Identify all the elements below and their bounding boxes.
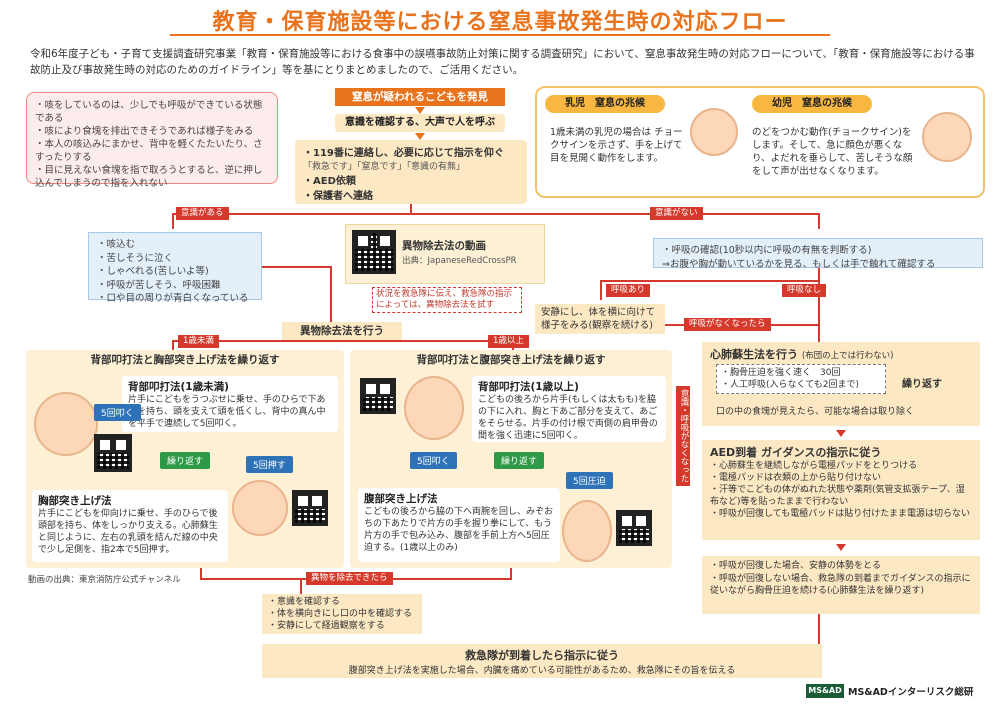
conscious-symptoms: ・咳込む ・苦しそうに泣く ・しゃべれる(苦しいよ等) ・呼吸が苦しそう、呼吸困… xyxy=(88,232,262,304)
intro-text: 令和6年度子ども・子育て支援調査研究事業「教育・保育施設等における食事中の誤嚥事… xyxy=(30,48,975,76)
branch-line xyxy=(652,213,818,215)
infant-illustration-icon xyxy=(690,108,738,156)
label-over-1: 1歳以上 xyxy=(488,335,529,348)
branch-line xyxy=(172,340,174,352)
title-underline xyxy=(170,34,830,36)
cough-note: ・咳をしているのは、少しでも呼吸ができている状態である ・咳により食塊を排出でき… xyxy=(26,92,278,189)
arrow-down-icon xyxy=(836,544,846,551)
branch-line xyxy=(818,614,820,644)
step-call-119: ・119番に連絡し、必要に応じて指示を仰ぐ 「救急です」「窒息です」「意識の有無… xyxy=(295,140,527,204)
tag-5-pushes: 5回押す xyxy=(246,456,293,473)
video-credit: 動画の出典：東京消防庁公式チャンネル xyxy=(28,575,181,585)
recovery-position: 安静にし、体を横に向けて 様子をみる(観察を続ける) xyxy=(535,304,665,334)
aed-box: AED到着 ガイダンスの指示に従う ・心肺蘇生を継続しながら電極パッドをとりつけ… xyxy=(702,440,980,540)
video-title: 異物除去法の動画 xyxy=(402,240,486,252)
final-step-box: 救急隊が到着したら指示に従う 腹部突き上げ法を実施した場合、内臓を痛めている可能… xyxy=(262,644,822,678)
after-removal-box: ・意識を確認する ・体を横向きにし口の中を確認する ・安静にして経過観察をする xyxy=(262,594,422,634)
branch-line xyxy=(300,578,302,594)
infant-chest-thrust-illustration-icon xyxy=(232,480,288,536)
removal-header: 異物除去法を行う xyxy=(282,322,402,340)
cpr-box: 心肺蘇生法を行う (布団の上では行わない) ・胸骨圧迫を強く速く 30回 ・人工… xyxy=(702,342,980,426)
arrow-down-icon xyxy=(836,430,846,437)
qr-code-icon[interactable] xyxy=(352,230,396,274)
arrow-down-icon xyxy=(415,133,425,140)
arrow-down-icon xyxy=(415,107,425,114)
child-signs-text: のどをつかむ動作(チョークサイン)をします。そして、急に顔色が悪くなり、よだれを… xyxy=(752,127,913,177)
infant-signs-text: 1歳未満の乳児の場合は チョークサインを示さず、手を上げて目を見開く動作をします… xyxy=(550,127,683,164)
child-choking-illustration-icon xyxy=(922,112,972,162)
label-under-1: 1歳未満 xyxy=(178,335,219,348)
branch-line xyxy=(510,568,512,580)
child-back-blow-box: 背部叩打法(1歳以上) こどもの後ろから片手(もしくは太もも)を脇の下に入れ、胸… xyxy=(472,376,666,442)
tag-repeat: 繰り返す xyxy=(160,452,211,469)
child-panel-header: 背部叩打法と腹部突き上げ法を繰り返す xyxy=(416,354,606,366)
company-logo: MS&ADインターリスク総研 xyxy=(848,687,974,698)
infant-back-blow-box: 背部叩打法(1歳未満) 片手にこどもをうつぶせに乗せ、手のひらで下あごを持ち、頭… xyxy=(122,376,338,432)
step-check-consciousness: 意識を確認する、大声で人を呼ぶ xyxy=(335,114,505,132)
label-conscious: 意識がある xyxy=(176,207,229,220)
branch-line xyxy=(818,280,820,342)
branch-line xyxy=(600,280,818,282)
label-breathing: 呼吸あり xyxy=(606,284,651,297)
qr-code-icon[interactable] xyxy=(94,434,132,472)
respiration-check: ・呼吸の確認(10秒以内に呼吸の有無を判断する) ⇒お腹や胸が動いているかを見る… xyxy=(653,238,983,270)
branch-line xyxy=(262,266,330,268)
qr-code-icon[interactable] xyxy=(616,510,652,546)
abdominal-thrust-box: 腹部突き上げ法 こどもの後ろから脇の下へ両腕を回し、みぞおちの下あたりで片方の手… xyxy=(358,488,560,562)
infant-signs-title: 乳児 窒息の兆候 xyxy=(545,95,665,113)
recovery-outcome-box: ・呼吸が回復した場合、安静の体勢をとる ・呼吸が回復しない場合、救急隊の到着まで… xyxy=(702,556,980,614)
tag-5-compressions: 5回圧迫 xyxy=(566,472,613,489)
branch-line xyxy=(200,568,202,580)
branch-line xyxy=(172,213,652,215)
page-title: 教育・保育施設等における窒息事故発生時の対応フロー xyxy=(212,10,788,35)
infant-chest-thrust-box: 胸部突き上げ法 片手にこどもを仰向けに乗せ、手のひらで後頭部を持ち、体をしっかり… xyxy=(32,490,228,562)
branch-line xyxy=(330,266,332,322)
label-lost-consciousness: 意識・呼吸がなくなったら xyxy=(667,386,690,486)
step-find-child: 窒息が疑われるこどもを発見 xyxy=(335,88,505,106)
child-abdominal-thrust-illustration-icon xyxy=(562,500,612,562)
tag-5-hits: 5回叩く xyxy=(410,452,457,469)
branch-line xyxy=(172,340,512,342)
logo-mark: MS&AD xyxy=(806,684,844,698)
branch-line xyxy=(410,204,412,214)
qr-code-icon[interactable] xyxy=(360,378,396,414)
child-back-blow-illustration-icon xyxy=(404,376,464,440)
tag-5-hits: 5回叩く xyxy=(94,404,141,421)
tag-repeat: 繰り返す xyxy=(494,452,545,469)
label-not-breathing: 呼吸なし xyxy=(782,284,827,297)
qr-code-icon[interactable] xyxy=(292,490,328,526)
label-stopped-breathing: 呼吸がなくなったら xyxy=(684,318,771,331)
branch-line xyxy=(818,213,820,229)
child-signs-title: 幼児 窒息の兆候 xyxy=(752,95,872,113)
label-removed: 異物を除去できたら xyxy=(306,572,393,585)
branch-line xyxy=(818,268,820,280)
ems-note: 状況を救急隊に伝え、救急隊の指示によっては、異物除去法を試す xyxy=(372,287,522,313)
branch-line xyxy=(172,213,174,229)
label-unconscious: 意識がない xyxy=(650,207,703,220)
branch-line xyxy=(600,280,602,300)
infant-panel-header: 背部叩打法と胸部突き上げ法を繰り返す xyxy=(90,354,280,366)
infant-back-blow-illustration-icon xyxy=(34,392,98,456)
video-source: 出典：JapaneseRedCrossPR xyxy=(402,256,517,266)
